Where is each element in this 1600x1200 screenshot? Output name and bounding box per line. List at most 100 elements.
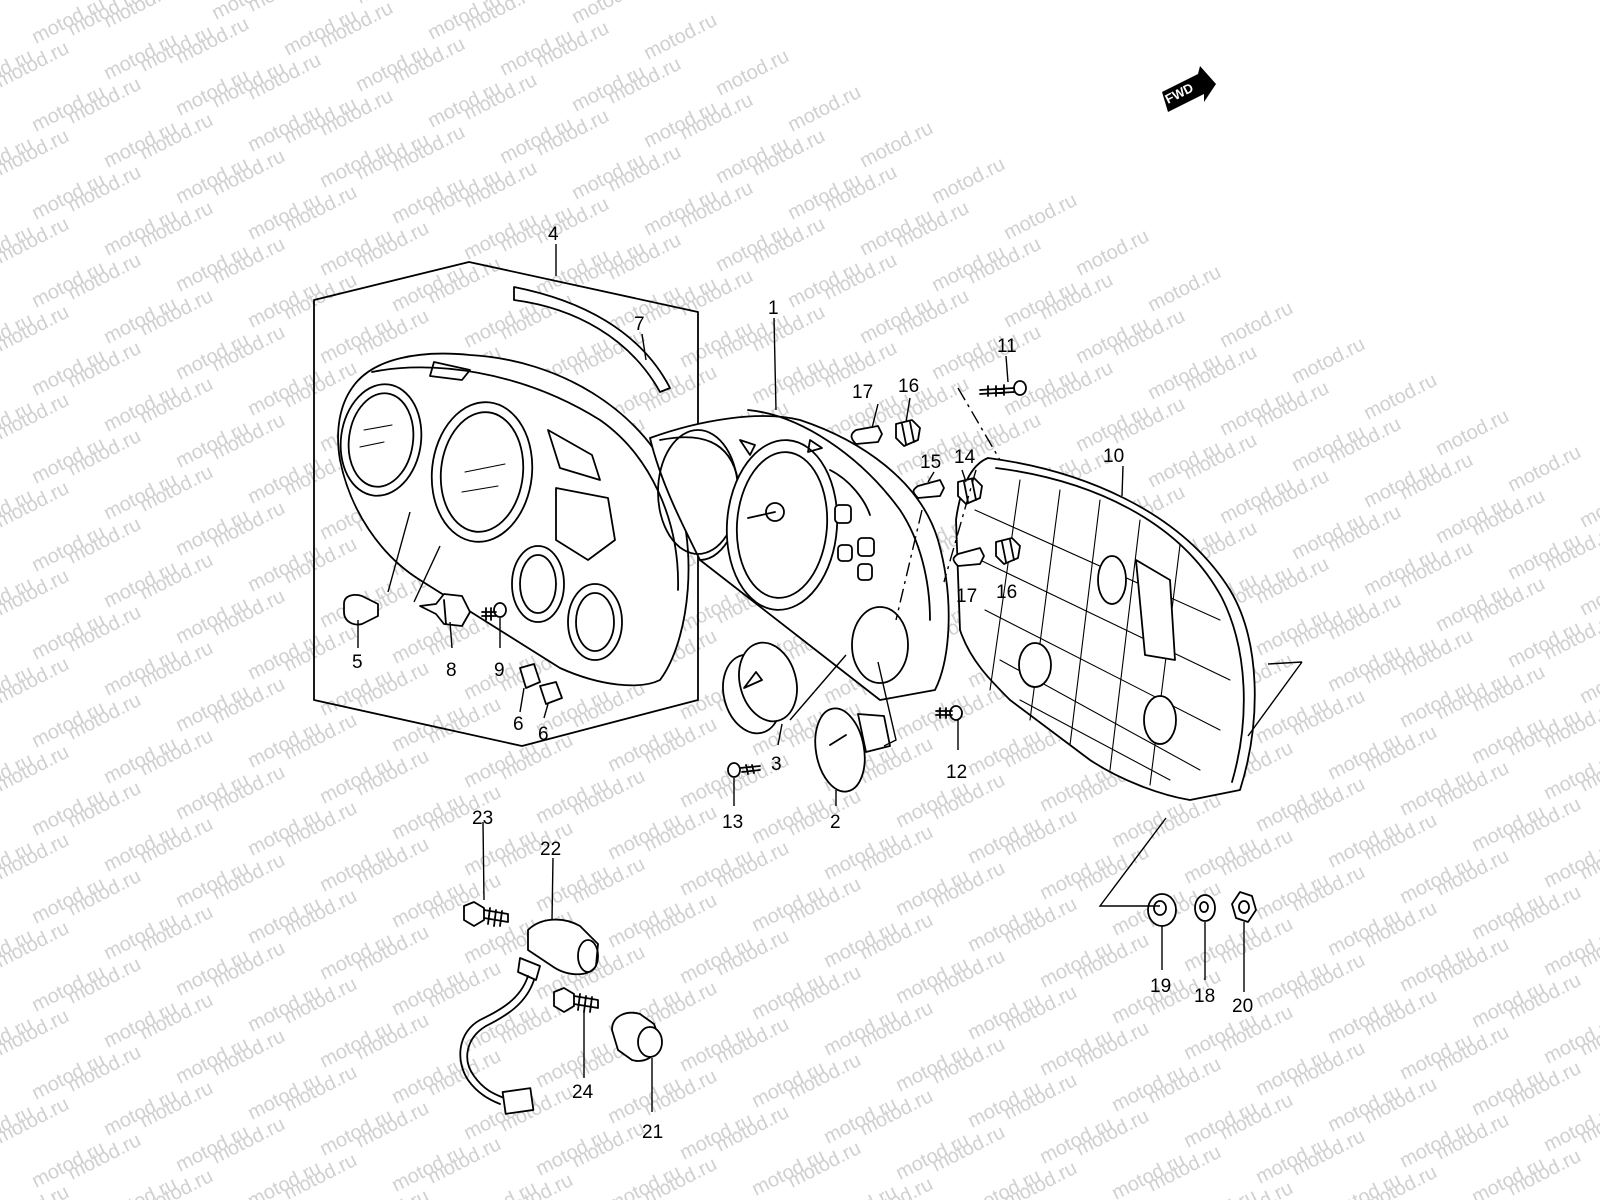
callout-23: 23: [472, 808, 493, 829]
bolt-part-24: [553, 987, 599, 1013]
speedo-cup-part-3: [722, 641, 798, 735]
watermark-text: motod.ru: [0, 89, 1, 144]
watermark-text: motod.ru: [352, 1185, 432, 1200]
callout-11: 11: [997, 336, 1017, 357]
callout-21: 21: [642, 1122, 663, 1143]
socket-part-8: [419, 593, 471, 627]
watermark-text: motod.ru: [1576, 477, 1600, 532]
watermark-text: motod.ru: [784, 81, 864, 136]
bulb-part-17-top: [850, 425, 883, 445]
watermark-text: motod.ru: [0, 0, 73, 4]
screw-part-9: [481, 602, 507, 621]
callout-9: 9: [494, 660, 505, 681]
callout-17-bottom: 17: [956, 586, 977, 607]
watermark-text: motod.ru: [0, 177, 1, 232]
watermark-text: motod.ru: [1576, 1181, 1600, 1200]
trim-strip: [513, 286, 671, 393]
watermark-text: motod.ru: [1180, 1185, 1260, 1200]
callout-24: 24: [572, 1082, 594, 1103]
watermark-text: motod.ru: [0, 1, 1, 56]
watermark-text: motod.ru: [1288, 333, 1368, 388]
watermark-text: motod.ru: [1216, 297, 1296, 352]
cover-assembly-box: [313, 261, 699, 747]
screw-part-12: [935, 705, 963, 721]
washer-part-18: [1194, 894, 1216, 922]
callout-18: 18: [1194, 986, 1215, 1007]
watermark-text: motod.ru: [352, 0, 432, 8]
watermark-text: motod.ru: [0, 969, 1, 1024]
meter-case: [649, 409, 950, 701]
socket-part-16-top: [895, 419, 921, 447]
callout-2: 2: [830, 812, 841, 833]
nut-part-20: [1231, 891, 1257, 923]
callout-3: 3: [771, 754, 782, 775]
callout-10: 10: [1103, 446, 1124, 467]
fwd-arrow-icon: FWD: [1162, 66, 1216, 112]
callout-4: 4: [548, 224, 559, 245]
sensor-part-22: [459, 918, 599, 1115]
watermark-text: motod.ru: [0, 1145, 1, 1200]
callout-6-right: 6: [538, 724, 549, 745]
watermark-text: motod.ru: [0, 353, 1, 408]
watermark-text: motod.ru: [568, 0, 648, 28]
watermark-text: motod.ru: [244, 1157, 324, 1200]
bulb-part-5: [343, 594, 379, 626]
watermark-text: motod.ru: [928, 153, 1008, 208]
meter-housing-lower: [955, 457, 1256, 801]
grommet-part-21: [611, 1011, 663, 1062]
callout-labels: 4 7 1 10 11 17 16 15 14 17 16 5 8 9 6 6 …: [352, 224, 1253, 1143]
watermark-text: motod.ru: [460, 1177, 540, 1200]
screw-part-13: [727, 762, 761, 778]
watermark-text: motod.ru: [0, 881, 1, 936]
watermark-text: motod.ru: [1072, 225, 1152, 280]
callout-16-bottom: 16: [996, 582, 1017, 603]
watermark-text: motod.ru: [0, 265, 1, 320]
callout-16-top: 16: [898, 376, 919, 397]
watermark-text: motod.ru: [1504, 441, 1584, 496]
callout-15: 15: [920, 452, 941, 473]
watermark-text: motod.ru: [0, 705, 1, 760]
callout-7: 7: [634, 314, 645, 335]
callout-1: 1: [768, 298, 779, 319]
callout-12: 12: [946, 762, 967, 783]
callout-6-left: 6: [513, 714, 524, 735]
callout-5: 5: [352, 652, 363, 673]
watermark-text: motod.ru: [1432, 405, 1512, 460]
watermark-text: motod.ru: [856, 117, 936, 172]
watermark-text: motod.ru: [0, 441, 1, 496]
watermark-text: motod.ru: [0, 1057, 1, 1112]
leader-lines: [357, 244, 1303, 1112]
callout-17-top: 17: [852, 382, 873, 403]
watermark-text: motod.ru: [0, 617, 1, 672]
bolt-part-23: [463, 901, 509, 927]
watermark-text: motod.ru: [0, 529, 1, 584]
bulb-part-17-bottom: [952, 547, 985, 567]
clip-part-6: [519, 663, 563, 705]
callout-19: 19: [1150, 976, 1171, 997]
callout-22: 22: [540, 839, 561, 860]
watermark-text: motod.ru: [1576, 565, 1600, 620]
bulb-part-15: [912, 479, 945, 499]
screw-part-11: [979, 380, 1027, 397]
watermark-text: motod.ru: [820, 1181, 900, 1200]
callout-8: 8: [446, 660, 457, 681]
socket-part-16-bottom: [995, 537, 1021, 565]
callout-20: 20: [1232, 996, 1253, 1017]
watermark-text: motod.ru: [1468, 1153, 1548, 1200]
callout-14: 14: [954, 447, 976, 468]
watermark-text: motod.ru: [1360, 369, 1440, 424]
cushion-part-19: [1147, 893, 1177, 927]
watermark-text: motod.ru: [640, 9, 720, 64]
watermark-text: motod.ru: [100, 1173, 180, 1200]
watermark-text: motod.ru: [712, 45, 792, 100]
assembly-lines: [895, 387, 1001, 621]
watermark-text: motod.ru: [1108, 1149, 1188, 1200]
lamp-unit-part-2: [814, 707, 891, 793]
callout-13: 13: [722, 812, 743, 833]
watermark-text: motod.ru: [1576, 653, 1600, 708]
watermark-text: motod.ru: [1144, 261, 1224, 316]
meter-cover: [337, 352, 690, 687]
watermark-text: motod.ru: [1000, 189, 1080, 244]
